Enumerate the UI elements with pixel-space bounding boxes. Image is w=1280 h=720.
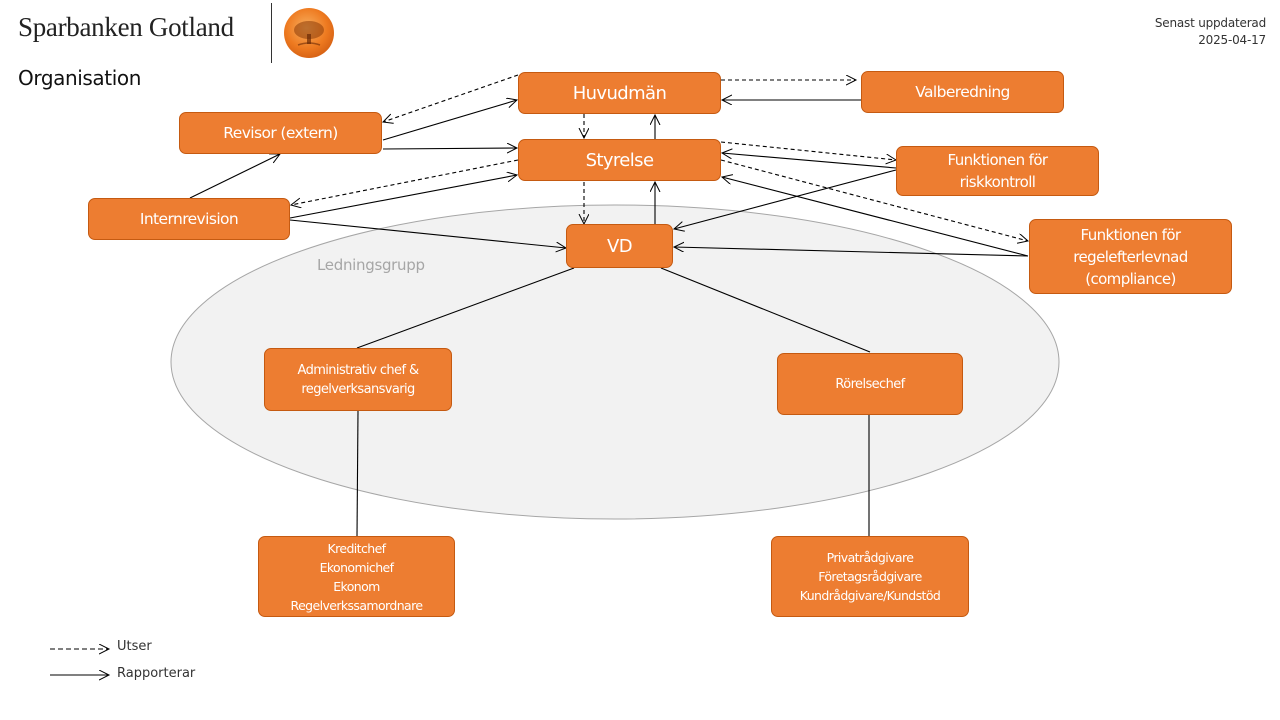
edge-styrelse-riskkontroll bbox=[720, 141, 896, 160]
node-label: Privatrådgivare Företagsrådgivare Kundrå… bbox=[799, 550, 941, 603]
node-riskkontroll: Funktionen för riskkontroll bbox=[896, 146, 1099, 196]
node-label: Valberedning bbox=[915, 83, 1010, 101]
node-rorelse-staff: Privatrådgivare Företagsrådgivare Kundrå… bbox=[771, 536, 969, 617]
node-admin: Administrativ chef & regelverksansvarig bbox=[264, 348, 452, 411]
node-label: Administrativ chef & regelverksansvarig bbox=[297, 362, 420, 397]
brand-name: Sparbanken Gotland bbox=[18, 12, 234, 42]
node-label: Funktionen för regelefterlevnad (complia… bbox=[1073, 225, 1188, 288]
management-group-label: Ledningsgrupp bbox=[317, 256, 425, 274]
last-updated: Senast uppdaterad 2025-04-17 bbox=[1155, 15, 1266, 49]
edge-riskkontroll-styrelse bbox=[722, 153, 897, 169]
node-label: Huvudmän bbox=[572, 82, 667, 104]
node-label: Revisor (extern) bbox=[223, 124, 338, 142]
edge-vd-admin bbox=[356, 267, 575, 349]
edge-internrevision-revisor bbox=[189, 154, 280, 199]
node-label: VD bbox=[607, 235, 633, 257]
node-label: Styrelse bbox=[585, 149, 654, 171]
edge-huvudman-revisor bbox=[383, 74, 519, 122]
oak-tree-logo-icon bbox=[284, 8, 334, 58]
edge-vd-rorelse bbox=[660, 267, 871, 353]
node-compliance: Funktionen för regelefterlevnad (complia… bbox=[1029, 219, 1232, 294]
node-revisor: Revisor (extern) bbox=[179, 112, 382, 154]
edge-riskkontroll-vd bbox=[674, 169, 897, 229]
node-admin-staff: Kreditchef Ekonomichef Ekonom Regelverks… bbox=[258, 536, 455, 617]
updated-label: Senast uppdaterad bbox=[1154, 16, 1266, 30]
management-group-ellipse bbox=[170, 204, 1060, 520]
legend-rapporterar-label: Rapporterar bbox=[117, 666, 196, 681]
node-rorelse: Rörelsechef bbox=[777, 353, 963, 415]
updated-date: 2025-04-17 bbox=[1198, 33, 1266, 47]
page-title: Organisation bbox=[18, 66, 141, 90]
edge-revisor-huvudman bbox=[382, 100, 517, 141]
edge-styrelse-compliance bbox=[720, 159, 1028, 241]
edge-styrelse-internrevision bbox=[291, 159, 519, 205]
edge-internrevision-styrelse bbox=[289, 175, 517, 219]
edge-compliance-styrelse bbox=[722, 177, 1029, 257]
node-label: Internrevision bbox=[139, 210, 239, 228]
edge-admin-staff bbox=[356, 410, 359, 537]
legend-utser-label: Utser bbox=[117, 639, 152, 654]
edge-revisor-styrelse bbox=[382, 148, 517, 149]
node-label: Kreditchef Ekonomichef Ekonom Regelverks… bbox=[290, 540, 423, 613]
node-valberedning: Valberedning bbox=[861, 71, 1064, 113]
node-vd: VD bbox=[566, 224, 673, 268]
brand-divider bbox=[271, 3, 272, 63]
node-label: Rörelsechef bbox=[835, 376, 905, 392]
node-label: Funktionen för riskkontroll bbox=[947, 151, 1049, 191]
node-styrelse: Styrelse bbox=[518, 139, 721, 181]
node-huvudman: Huvudmän bbox=[518, 72, 721, 114]
node-internrevision: Internrevision bbox=[88, 198, 290, 240]
edge-internrevision-vd bbox=[289, 219, 566, 248]
edge-compliance-vd bbox=[674, 247, 1029, 257]
